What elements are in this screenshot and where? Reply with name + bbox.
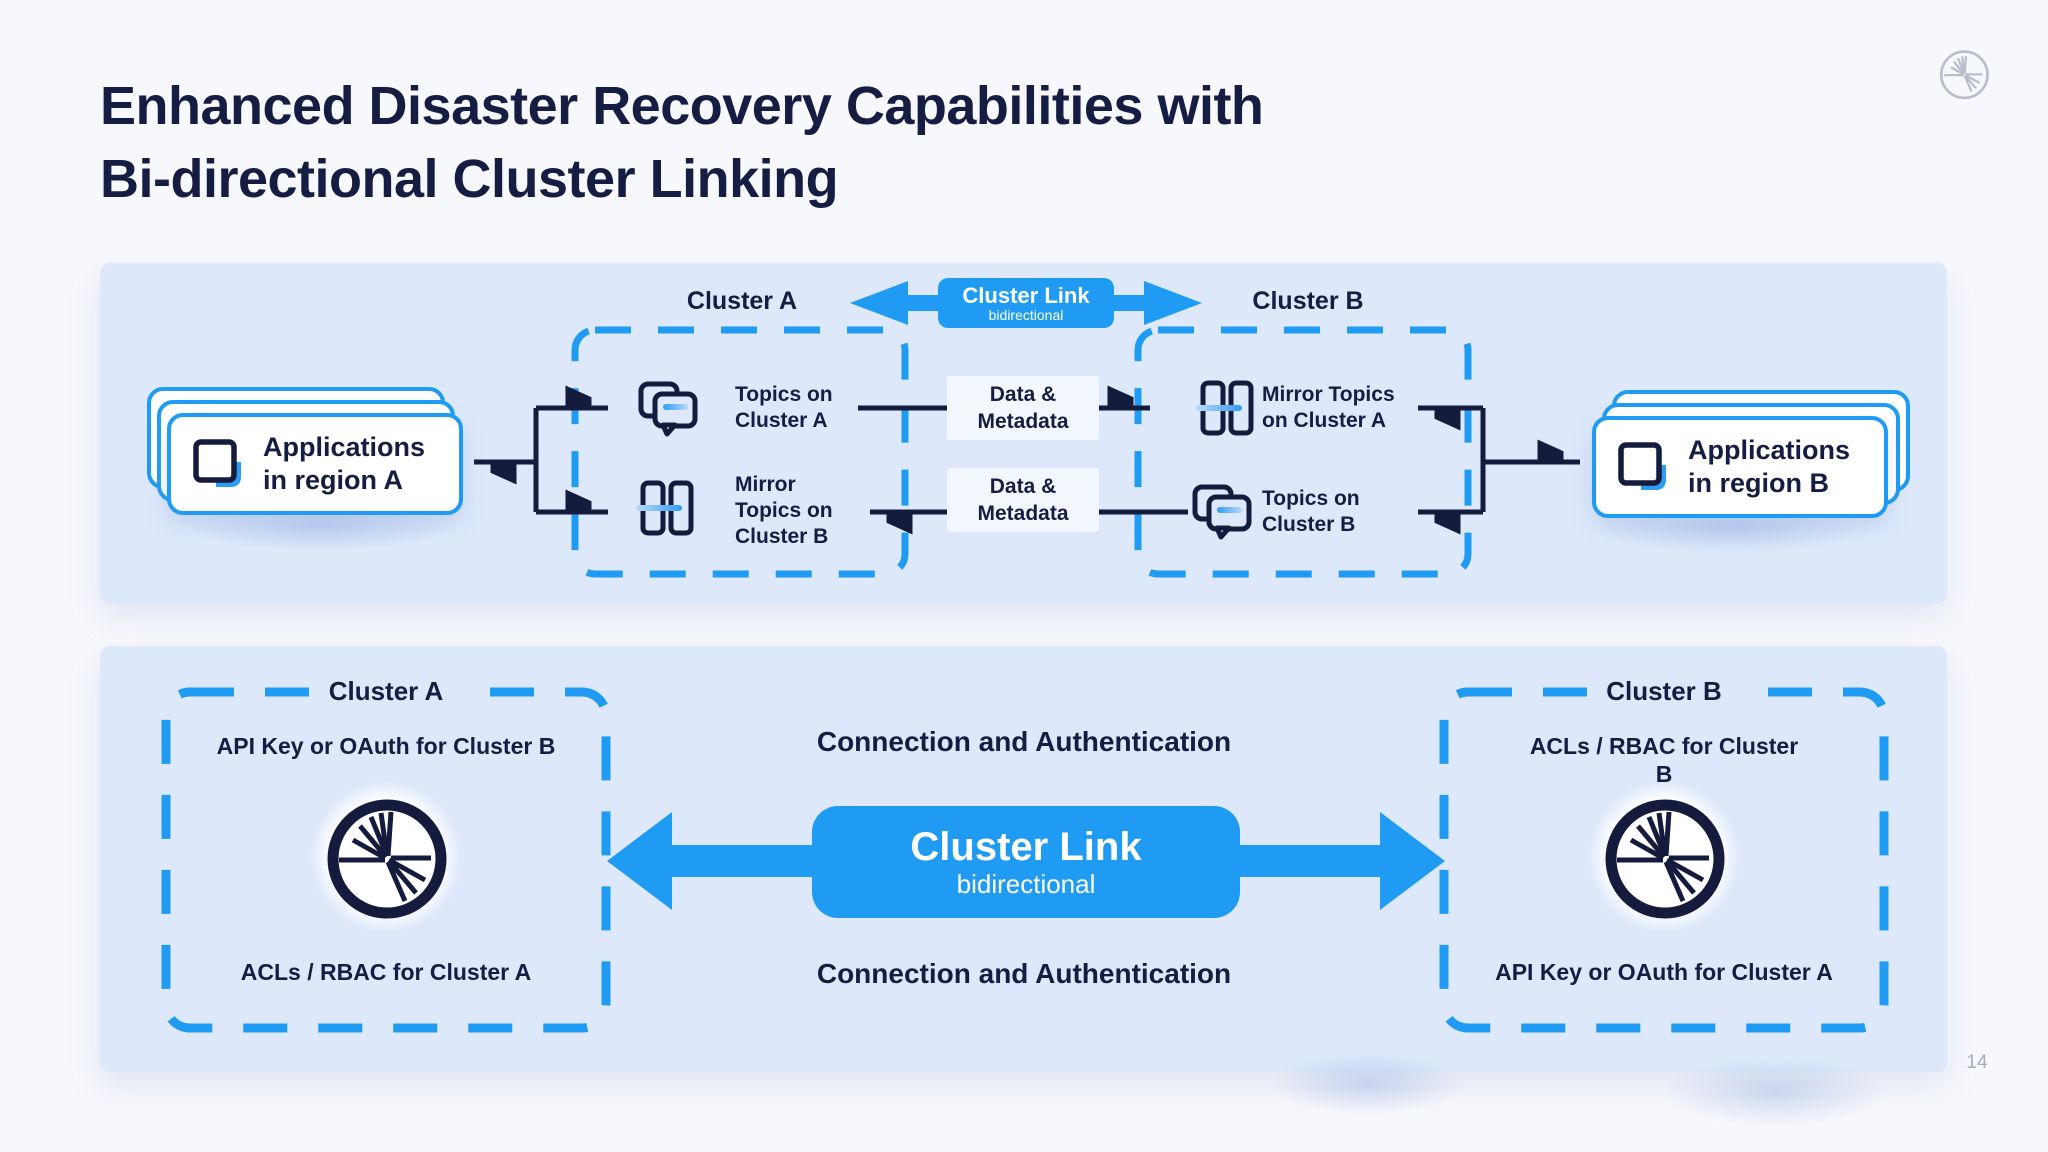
shadow-blob [1268,1052,1468,1116]
applications-region-a-label: Applications in region A [263,432,426,495]
cluster-link-badge-bottom: Cluster Link bidirectional [812,806,1240,918]
cluster-link-badge-top: Cluster Link bidirectional [938,278,1114,328]
application-icon [1618,442,1666,490]
cluster-b-label-top: Cluster B [1252,287,1364,315]
chat-topics-icon [638,381,698,437]
page-number: 14 [1966,1052,1988,1073]
applications-region-a-card: Applications in region A [167,413,463,515]
data-metadata-box-top: Data & Metadata [947,376,1099,440]
mirror-topics-on-cluster-a-label: Mirror Topics on Cluster A [1262,383,1395,432]
cluster-a-label-top: Cluster A [686,287,798,315]
cluster-link-title: Cluster Link [910,825,1142,869]
application-icon [193,439,241,487]
mirror-topics-icon [636,480,694,536]
connection-auth-top-label: Connection and Authentication [816,726,1232,757]
data-metadata-box-bottom: Data & Metadata [947,468,1099,532]
topics-on-cluster-b-label: Topics on Cluster B [1262,487,1360,536]
connection-auth-bottom-label: Connection and Authentication [816,958,1232,989]
cluster-a-box-title: Cluster A [276,676,496,707]
chat-topics-icon [1192,484,1252,540]
page-title: Enhanced Disaster Recovery Capabilities … [100,76,1264,209]
topics-on-cluster-a-label: Topics on Cluster A [735,383,833,432]
mirror-topics-on-cluster-b-label: Mirror Topics on Cluster B [735,473,833,548]
confluent-logo-icon [311,782,461,932]
api-key-oauth-cluster-b-label: API Key or OAuth for Cluster B [216,733,556,759]
acls-rbac-cluster-b-label: ACLs / RBAC for Cluster B [1529,733,1799,787]
applications-region-b-card: Applications in region B [1592,416,1888,518]
shadow-blob [1660,1056,1890,1128]
cluster-link-subtitle: bidirectional [988,306,1064,323]
cluster-link-subtitle: bidirectional [956,869,1096,899]
acls-rbac-cluster-a-label: ACLs / RBAC for Cluster A [240,959,532,985]
api-key-oauth-cluster-a-label: API Key or OAuth for Cluster A [1495,959,1833,985]
confluent-logo-icon [1589,782,1739,932]
cluster-link-title: Cluster Link [962,282,1090,308]
mirror-topics-icon [1196,380,1254,436]
cluster-b-box-title: Cluster B [1554,676,1774,707]
confluent-logo-icon [1939,50,1989,100]
applications-region-b-label: Applications in region B [1688,435,1851,498]
